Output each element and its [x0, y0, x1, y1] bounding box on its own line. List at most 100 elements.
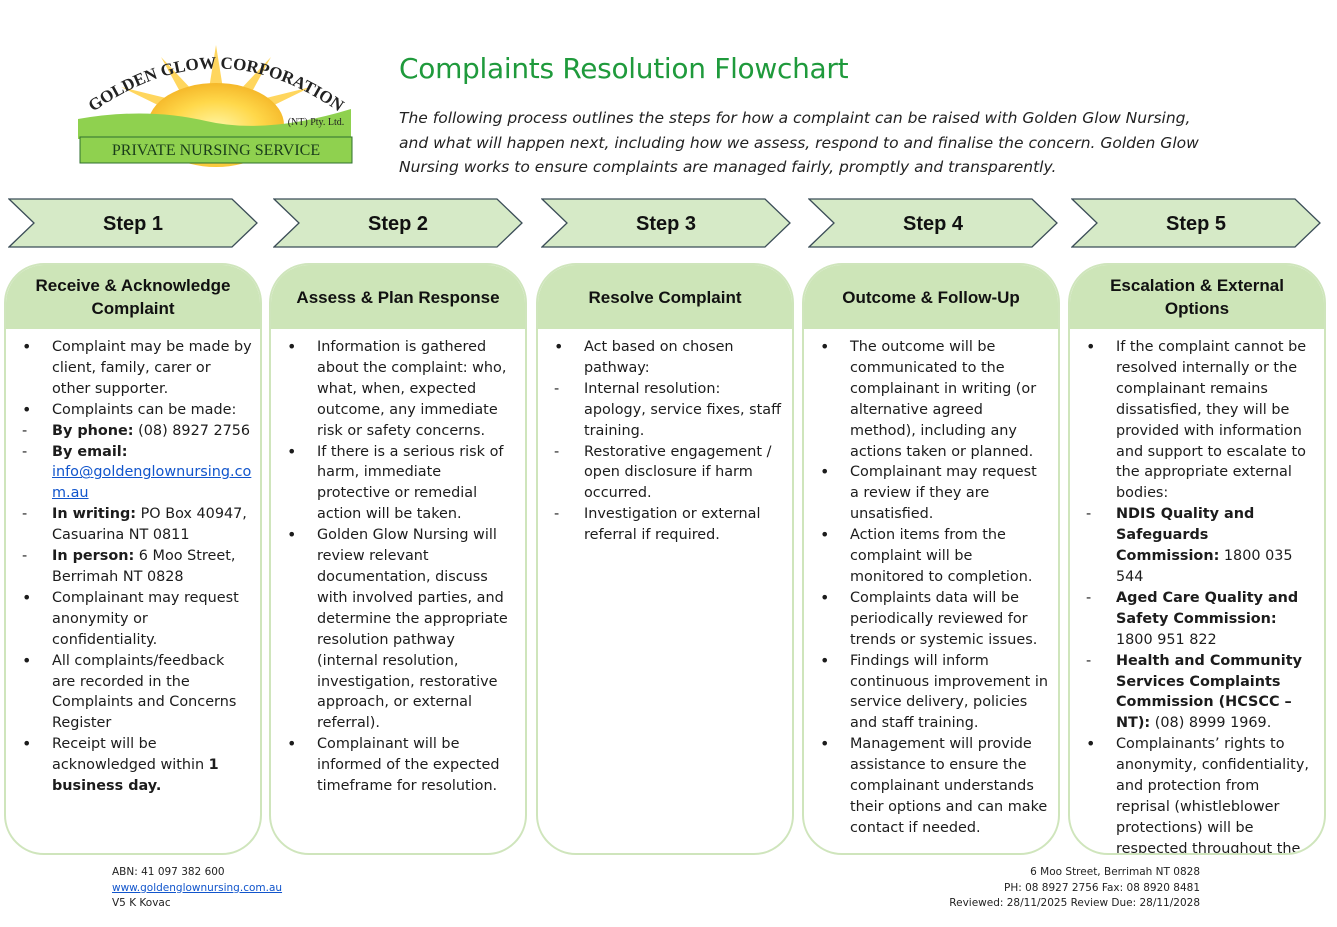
item-bold-label: By email: — [52, 443, 128, 460]
item-text: Information is gathered about the compla… — [317, 339, 507, 439]
card-body: Act based on chosen pathway: Internal res… — [538, 329, 792, 546]
sub-item: Aged Care Quality and Safety Commission:… — [1084, 588, 1316, 651]
bullet-item: Complaint may be made by client, family,… — [20, 337, 252, 400]
logo-subtitle: (NT) Pty. Ltd. — [288, 117, 345, 128]
step-card-2: Assess & Plan ResponseInformation is gat… — [269, 263, 527, 855]
bullet-item: Complaints can be made: — [20, 400, 252, 421]
bullet-item: The outcome will be communicated to the … — [818, 337, 1050, 462]
item-text: Act based on chosen pathway: — [584, 339, 734, 376]
bullet-item: Golden Glow Nursing will review relevant… — [285, 525, 517, 734]
item-text: Action items from the complaint will be … — [850, 527, 1033, 585]
item-text: Receipt will be acknowledged within — [52, 736, 209, 774]
item-text: Internal resolution: apology, service fi… — [584, 380, 781, 439]
item-text: (08) 8927 2756 — [133, 422, 251, 439]
item-text: Management will provide assistance to en… — [850, 736, 1048, 836]
bullet-item: Findings will inform continuous improvem… — [818, 651, 1050, 735]
sub-item: By email: info@goldenglownursing.com.au — [20, 442, 252, 505]
dash-marker — [22, 421, 42, 442]
bullet-marker — [22, 734, 42, 756]
dash-marker — [1086, 504, 1106, 525]
sub-item: Health and Community Services Complaints… — [1084, 651, 1316, 735]
bullet-marker — [287, 442, 307, 464]
bullet-item: Action items from the complaint will be … — [818, 525, 1050, 588]
item-text: If there is a serious risk of harm, imme… — [317, 443, 504, 523]
item-bold-label: In writing: — [52, 506, 137, 523]
item-bold-label: In person: — [52, 548, 135, 565]
card-heading: Escalation & External Options — [1070, 265, 1324, 329]
card-heading: Receive & Acknowledge Complaint — [6, 265, 260, 329]
item-text: Findings will inform continuous improvem… — [850, 652, 1048, 732]
card-body: Complaint may be made by client, family,… — [6, 329, 260, 797]
bullet-item: Complainant may request anonymity or con… — [20, 588, 252, 651]
bullet-marker — [820, 651, 840, 673]
footer-version: V5 K Kovac — [112, 897, 171, 909]
bullet-marker — [22, 337, 42, 359]
company-logo: PRIVATE NURSING SERVICE GOLDEN GLOW CORP… — [66, 37, 366, 174]
card-heading: Resolve Complaint — [538, 265, 792, 329]
bullet-marker — [820, 588, 840, 610]
dash-marker — [22, 442, 42, 463]
bullet-marker — [287, 337, 307, 359]
bullet-marker — [287, 734, 307, 756]
dash-marker — [22, 546, 42, 567]
step-label: Step 2 — [367, 213, 429, 235]
card-heading: Assess & Plan Response — [271, 265, 525, 329]
bullet-marker — [22, 400, 42, 422]
item-text: PO Box 40947, Casuarina NT 0811 — [52, 506, 247, 544]
dash-marker — [22, 504, 42, 525]
footer-website-link[interactable]: www.goldenglownursing.com.au — [112, 881, 283, 894]
bullet-item: Management will provide assistance to en… — [818, 734, 1050, 839]
card-body: The outcome will be communicated to the … — [804, 329, 1058, 839]
bullet-item: Receipt will be acknowledged within 1 bu… — [20, 734, 252, 797]
bullet-item: Information is gathered about the compla… — [285, 337, 517, 442]
item-text: Complainant may request anonymity or con… — [52, 589, 239, 648]
sub-item: By phone: (08) 8927 2756 — [20, 421, 252, 442]
bullet-item: Complainants’ rights to anonymity, confi… — [1084, 734, 1316, 855]
page-title: Complaints Resolution Flowchart — [399, 52, 849, 85]
sub-item: Restorative engagement / open disclosure… — [552, 442, 784, 505]
bullet-item: Complainant may request a review if they… — [818, 462, 1050, 525]
item-text: Investigation or external referral if re… — [584, 506, 761, 544]
footer-review-dates: Reviewed: 28/11/2025 Review Due: 28/11/2… — [949, 897, 1200, 909]
bullet-marker — [820, 734, 840, 756]
sub-item: Internal resolution: apology, service fi… — [552, 379, 784, 442]
item-text: The outcome will be communicated to the … — [850, 339, 1037, 460]
dash-marker — [554, 504, 574, 525]
step-card-3: Resolve ComplaintAct based on chosen pat… — [536, 263, 794, 855]
bullet-item: Complainant will be informed of the expe… — [285, 734, 517, 797]
dash-marker — [1086, 651, 1106, 672]
step-arrow-3: Step 3 — [541, 198, 791, 248]
item-text: Complainant may request a review if they… — [850, 464, 1037, 523]
item-text: 1800 035 544 — [1116, 548, 1293, 585]
bullet-item: Complaints data will be periodically rev… — [818, 588, 1050, 651]
item-text: Complainants’ rights to anonymity, confi… — [1116, 736, 1309, 855]
step-arrow-5: Step 5 — [1071, 198, 1321, 248]
bullet-marker — [287, 525, 307, 547]
card-body: If the complaint cannot be resolved inte… — [1070, 329, 1324, 855]
step-label: Step 1 — [102, 213, 164, 235]
step-card-1: Receive & Acknowledge ComplaintComplaint… — [4, 263, 262, 855]
item-text: Complaint may be made by client, family,… — [52, 339, 252, 397]
step-arrow-1: Step 1 — [8, 198, 258, 248]
bullet-item: If the complaint cannot be resolved inte… — [1084, 337, 1316, 504]
item-text: Restorative engagement / open disclosure… — [584, 443, 772, 502]
item-bold-label: NDIS Quality and Safeguards Commission: — [1116, 506, 1255, 565]
bullet-marker — [554, 337, 574, 359]
item-text: 1800 951 822 — [1116, 631, 1217, 648]
footer-address: 6 Moo Street, Berrimah NT 0828 — [1030, 866, 1200, 878]
sub-item: NDIS Quality and Safeguards Commission: … — [1084, 504, 1316, 588]
step-label: Step 5 — [1165, 213, 1227, 235]
footer-left: ABN: 41 097 382 600 www.goldenglownursin… — [112, 865, 282, 912]
step-card-5: Escalation & External Options If the comp… — [1068, 263, 1326, 855]
bullet-marker — [22, 651, 42, 673]
dash-marker — [554, 379, 574, 400]
card-body: Information is gathered about the compla… — [271, 329, 525, 797]
dash-marker — [1086, 588, 1106, 609]
email-link[interactable]: info@goldenglownursing.com.au — [52, 464, 252, 502]
dash-marker — [554, 442, 574, 463]
step-label: Step 4 — [902, 213, 964, 235]
bullet-marker — [820, 525, 840, 547]
bullet-marker — [820, 337, 840, 359]
card-heading: Outcome & Follow-Up — [804, 265, 1058, 329]
footer-abn: ABN: 41 097 382 600 — [112, 866, 225, 878]
